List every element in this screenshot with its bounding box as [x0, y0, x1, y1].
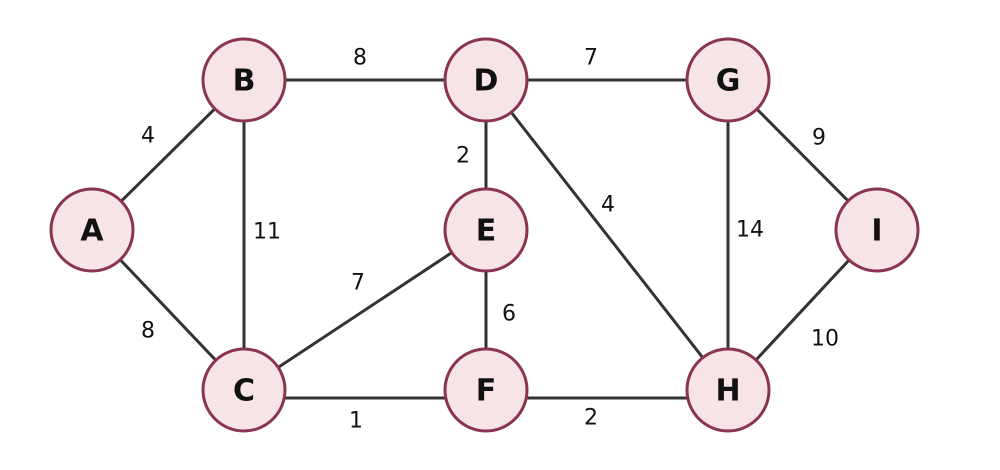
edge-weight-a-b: 4 — [141, 124, 155, 149]
node-e: E — [443, 187, 529, 273]
node-i: I — [834, 187, 920, 273]
nodes-layer: A B C D E F G H I — [49, 37, 920, 433]
node-circle — [443, 37, 529, 123]
node-label: F — [476, 374, 497, 409]
node-circle — [201, 347, 287, 433]
node-b: B — [201, 37, 287, 123]
edge-weight-g-h: 14 — [736, 218, 764, 243]
node-label: G — [716, 64, 741, 99]
edge-weight-e-f: 6 — [502, 302, 516, 327]
edge-weight-a-c: 8 — [141, 319, 155, 344]
node-label: I — [871, 214, 882, 249]
node-circle — [685, 37, 771, 123]
edge-weight-c-f: 1 — [349, 409, 363, 434]
node-label: C — [233, 374, 255, 409]
node-label: E — [476, 214, 497, 249]
edge-weight-d-e: 2 — [456, 144, 470, 169]
edge-weight-c-e: 7 — [351, 271, 365, 296]
weights-layer: 4 8 8 11 7 1 7 2 4 6 2 14 9 10 — [141, 46, 839, 434]
node-f: F — [443, 347, 529, 433]
node-circle — [685, 347, 771, 433]
node-circle — [834, 187, 920, 273]
node-a: A — [49, 187, 135, 273]
node-h: H — [685, 347, 771, 433]
edge-weight-b-d: 8 — [353, 46, 367, 71]
edge-c-e — [243, 228, 487, 392]
node-g: G — [685, 37, 771, 123]
edge-weight-d-g: 7 — [584, 46, 598, 71]
node-c: C — [201, 347, 287, 433]
edge-weight-g-i: 9 — [812, 126, 826, 151]
node-label: B — [233, 64, 256, 99]
node-label: A — [80, 214, 104, 249]
node-circle — [443, 187, 529, 273]
edge-weight-d-h: 4 — [601, 193, 615, 218]
node-label: H — [715, 374, 740, 409]
node-circle — [49, 187, 135, 273]
node-label: D — [474, 64, 499, 99]
node-d: D — [443, 37, 529, 123]
edge-weight-b-c: 11 — [253, 220, 281, 245]
edge-d-h — [484, 79, 730, 391]
node-circle — [201, 37, 287, 123]
node-circle — [443, 347, 529, 433]
edge-weight-h-i: 10 — [811, 327, 839, 352]
edge-weight-f-h: 2 — [584, 406, 598, 431]
